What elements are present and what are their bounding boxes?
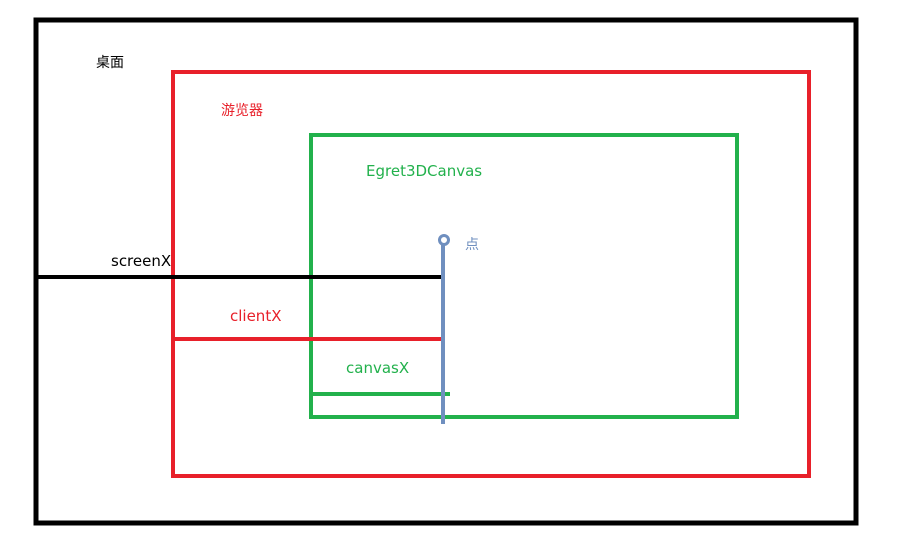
clientx-label: clientX <box>230 307 281 325</box>
browser-frame <box>171 70 811 478</box>
desktop-label: 桌面 <box>96 55 124 71</box>
canvasx-label: canvasX <box>346 359 409 377</box>
canvas-label: Egret3DCanvas <box>366 162 482 180</box>
screenx-label: screenX <box>111 252 171 270</box>
browser-label: 游览器 <box>221 103 263 119</box>
point-label: 点 <box>465 237 479 253</box>
point-marker-icon <box>438 234 450 246</box>
desktop-frame <box>33 17 859 526</box>
